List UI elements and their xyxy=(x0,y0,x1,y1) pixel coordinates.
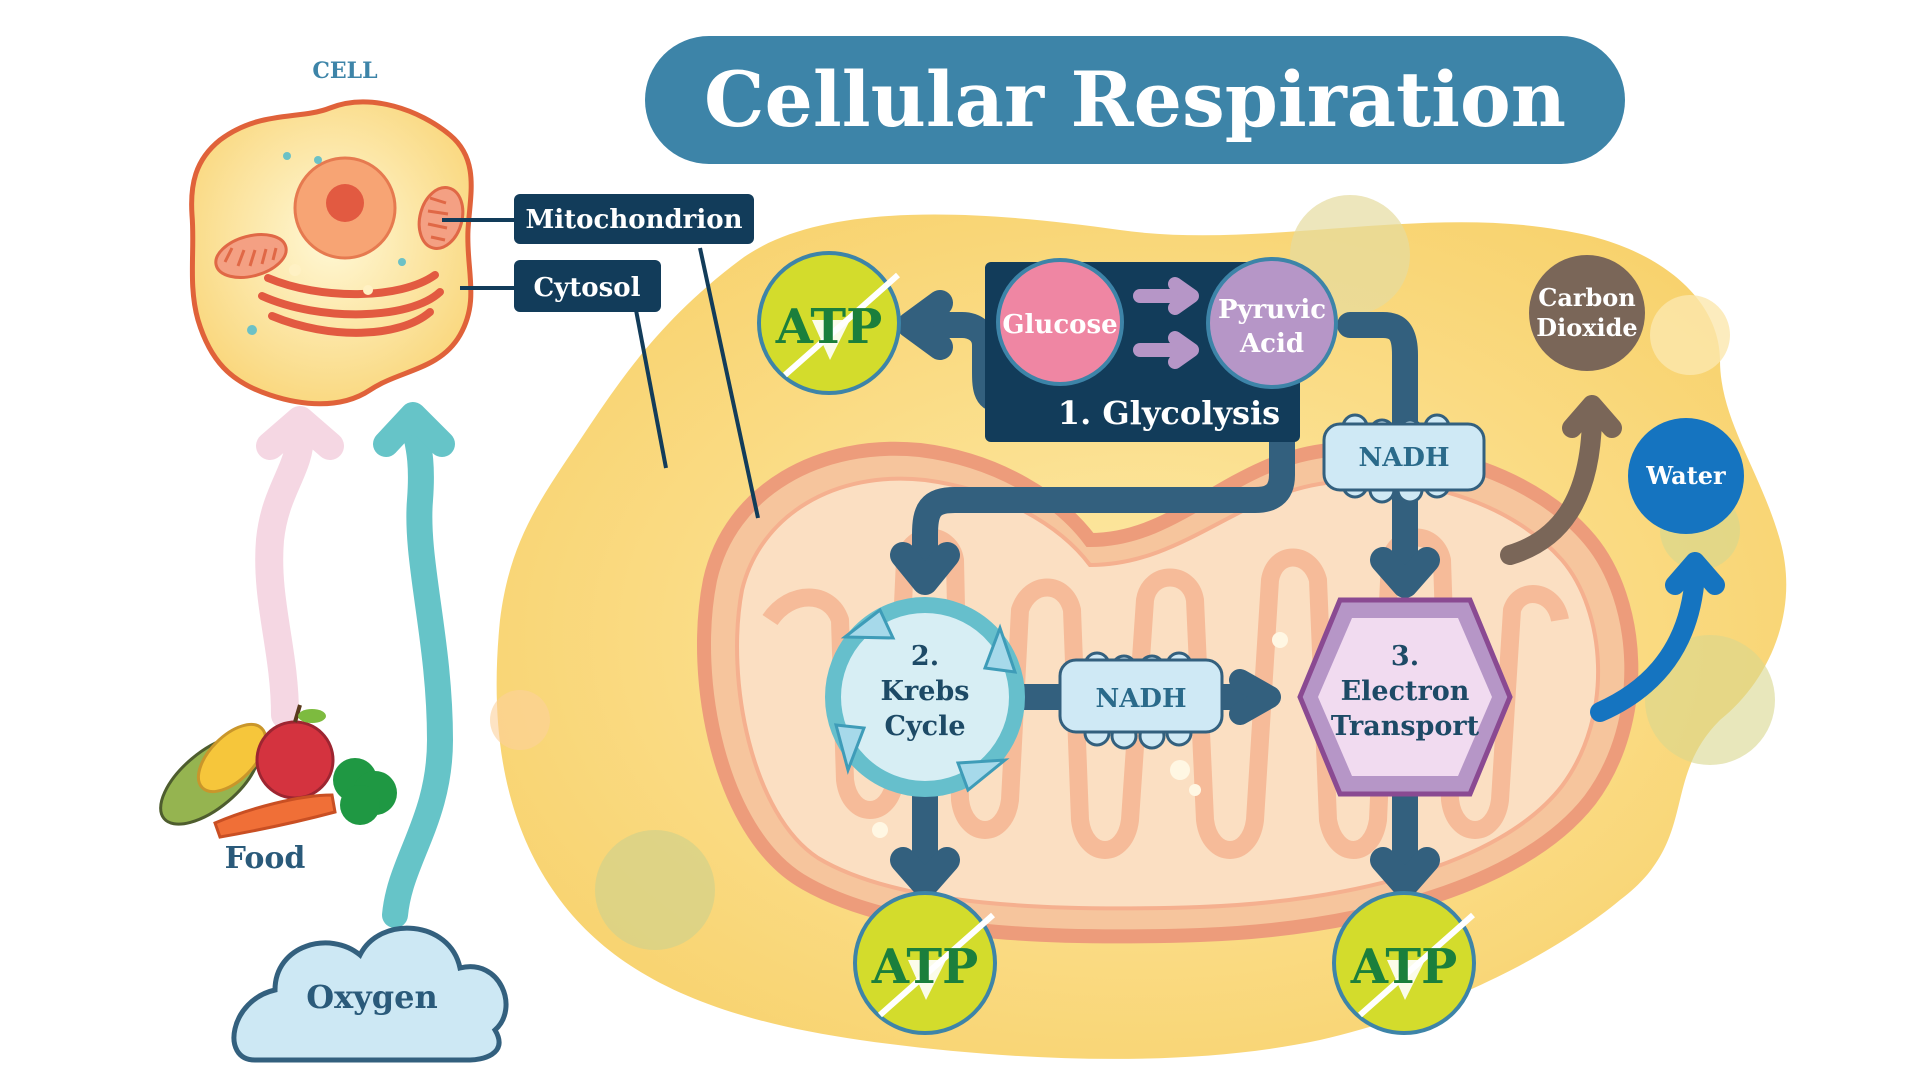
cell-label: CELL xyxy=(312,58,377,84)
mitochondrion-callout: Mitochondrion xyxy=(442,194,760,519)
mitochondrion-label: Mitochondrion xyxy=(526,205,743,235)
nadh-middle-pill: NADH xyxy=(1058,651,1224,750)
krebs-cycle-node: 2. Krebs Cycle xyxy=(825,597,1025,797)
glucose-label: Glucose xyxy=(1002,310,1117,340)
food-label: Food xyxy=(225,841,306,876)
electron-transport-node: 3. Electron Transport xyxy=(1297,597,1513,797)
glycolysis-label: 1. Glycolysis xyxy=(1058,394,1280,432)
co2-label-line1: Carbon xyxy=(1538,283,1636,312)
krebs-label-line3: Cycle xyxy=(884,711,965,742)
atp-glycolysis-label: ATP xyxy=(775,299,882,355)
electron-label-line3: Transport xyxy=(1331,711,1480,742)
electron-label-line1: 3. xyxy=(1391,641,1419,672)
pyruvic-acid-node: Pyruvic Acid xyxy=(1206,257,1338,389)
co2-label-line2: Dioxide xyxy=(1536,313,1637,342)
water-label: Water xyxy=(1645,461,1726,490)
food-arrow xyxy=(255,406,344,729)
atp-electron: ATP xyxy=(1332,891,1476,1035)
nadh-middle-label: NADH xyxy=(1095,684,1186,714)
glucose-to-pyruvic-arrows xyxy=(1133,277,1199,369)
cytosol-label: Cytosol xyxy=(533,273,640,303)
cell-mitochondrion-left xyxy=(214,233,288,279)
page-title: Cellular Respiration xyxy=(704,55,1566,144)
atp-glycolysis: ATP xyxy=(757,251,901,395)
cell-mitochondrion-right xyxy=(417,186,465,250)
pyruvic-label-line2: Acid xyxy=(1239,329,1304,359)
krebs-label-line1: 2. xyxy=(911,641,939,672)
food-illustration: Food xyxy=(159,704,397,876)
pyruvic-label-line1: Pyruvic xyxy=(1218,295,1326,325)
atp-krebs: ATP xyxy=(853,891,997,1035)
atp-electron-label: ATP xyxy=(1350,939,1457,995)
glucose-node: Glucose xyxy=(996,258,1124,386)
oxygen-label: Oxygen xyxy=(306,978,438,1016)
cell-illustration: CELL xyxy=(189,58,474,407)
water-node: Water xyxy=(1628,418,1744,534)
oxygen-arrow xyxy=(373,402,455,928)
oxygen-cloud: Oxygen xyxy=(231,925,509,1063)
krebs-label-line2: Krebs xyxy=(881,676,970,707)
co2-arrow xyxy=(1500,395,1622,565)
atp-krebs-label: ATP xyxy=(871,939,978,995)
nadh-top-label: NADH xyxy=(1358,443,1449,473)
nadh-top-pill: NADH xyxy=(1322,413,1486,504)
carbon-dioxide-node: Carbon Dioxide xyxy=(1529,255,1645,371)
water-arrow xyxy=(1590,552,1725,722)
cytosol-callout: Cytosol xyxy=(460,260,668,469)
title-banner: Cellular Respiration xyxy=(645,36,1625,164)
electron-label-line2: Electron xyxy=(1341,676,1470,707)
